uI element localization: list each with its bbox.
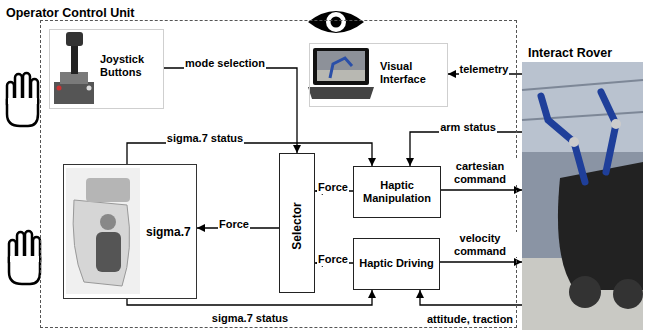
- joystick-picture-part: [57, 86, 62, 91]
- rover-photo: [522, 62, 643, 330]
- joystick-picture-part: [66, 32, 83, 46]
- connector-label-holder: velocity command: [380, 232, 580, 259]
- connector-label-holder: telemetry: [384, 59, 584, 77]
- joystick-picture: [54, 32, 94, 104]
- rover-photo-part: [601, 92, 616, 172]
- rover-photo-part: [522, 62, 643, 330]
- rover-photo-part: [611, 119, 621, 129]
- connector-label-holder: Force: [233, 177, 433, 195]
- connector-arrow: [441, 189, 522, 190]
- connector-label-holder: mode selection: [125, 53, 325, 71]
- connector-label-holder: cartesian command: [380, 160, 580, 187]
- connector-label: sigma.7 status: [211, 312, 289, 325]
- device-box: sigma.7: [63, 164, 197, 299]
- connector-arrow: [127, 143, 372, 166]
- connector-label-holder: sigma.7 status: [105, 128, 305, 146]
- node-label: Joystick Buttons: [100, 53, 158, 79]
- connector-label-holder: Force: [134, 214, 334, 232]
- laptop-picture-part: [313, 48, 369, 85]
- sigma7-picture: [66, 168, 140, 294]
- node-label: Haptic Manipulation: [359, 179, 435, 205]
- hand-icon: [9, 231, 40, 284]
- connector-arrow: [164, 68, 297, 153]
- rover-photo-part: [613, 279, 643, 309]
- hand-icon: [7, 73, 38, 126]
- laptop-picture: [308, 48, 374, 99]
- connector-label-holder: attitude, traction: [370, 309, 570, 327]
- node-label: Visual Interface: [380, 60, 442, 86]
- rover-photo-part: [522, 62, 643, 152]
- connector-label-holder: sigma.7 status: [150, 308, 350, 326]
- connector-label: telemetry: [459, 63, 510, 76]
- selector-box: Selector: [279, 153, 315, 293]
- laptop-picture-part: [317, 70, 365, 81]
- sigma7-picture-part: [96, 232, 121, 272]
- connector-label: attitude, traction: [426, 313, 514, 326]
- rover-photo-part: [569, 276, 601, 308]
- connector-label: cartesian command: [443, 160, 517, 185]
- connector-label: Force: [218, 218, 250, 231]
- sigma7-picture-part: [73, 200, 129, 286]
- connector-label: Force: [317, 253, 349, 266]
- sigma7-picture-part: [66, 168, 140, 294]
- connector-label: arm status: [439, 121, 497, 134]
- laptop-picture-part: [317, 51, 365, 81]
- connector-label: Force: [317, 181, 349, 194]
- node-label: sigma.7: [146, 225, 191, 239]
- laptop-picture-part: [308, 87, 374, 99]
- node-label: Interact Rover: [528, 46, 612, 61]
- laptop-picture-part: [330, 58, 352, 78]
- node-label: Operator Control Unit: [6, 6, 134, 21]
- joystick-picture-part: [54, 82, 94, 104]
- rotated-label: Selector: [290, 202, 304, 249]
- eye-icon-part: [326, 12, 346, 32]
- node-label: Haptic Driving: [359, 257, 434, 270]
- eye-icon: [308, 11, 364, 33]
- connector-label-holder: Force: [233, 249, 433, 267]
- device-box: Joystick Buttons: [49, 29, 164, 109]
- connector-arrow: [440, 261, 522, 262]
- sigma7-picture-part: [86, 178, 130, 202]
- connector-label: velocity command: [443, 232, 517, 257]
- device-box: Visual Interface: [309, 43, 448, 107]
- process-box: Haptic Driving: [353, 238, 440, 290]
- connector-label: mode selection: [184, 57, 266, 70]
- rover-photo-part: [569, 137, 579, 147]
- process-box: Haptic Manipulation: [353, 166, 441, 218]
- connector-label: sigma.7 status: [166, 132, 244, 145]
- sigma7-picture-part: [100, 214, 116, 230]
- rover-panel: Interact Rover: [522, 42, 643, 330]
- connector-group: [127, 68, 522, 305]
- connector-arrow: [420, 290, 522, 305]
- eye-icon-part: [308, 11, 364, 33]
- connector-label-holder: arm status: [368, 117, 568, 135]
- rover-photo-part: [558, 162, 643, 290]
- rover-photo-part: [541, 96, 585, 182]
- joystick-picture-part: [87, 86, 92, 91]
- connector-arrow: [127, 290, 372, 305]
- eye-icon-part: [331, 17, 342, 28]
